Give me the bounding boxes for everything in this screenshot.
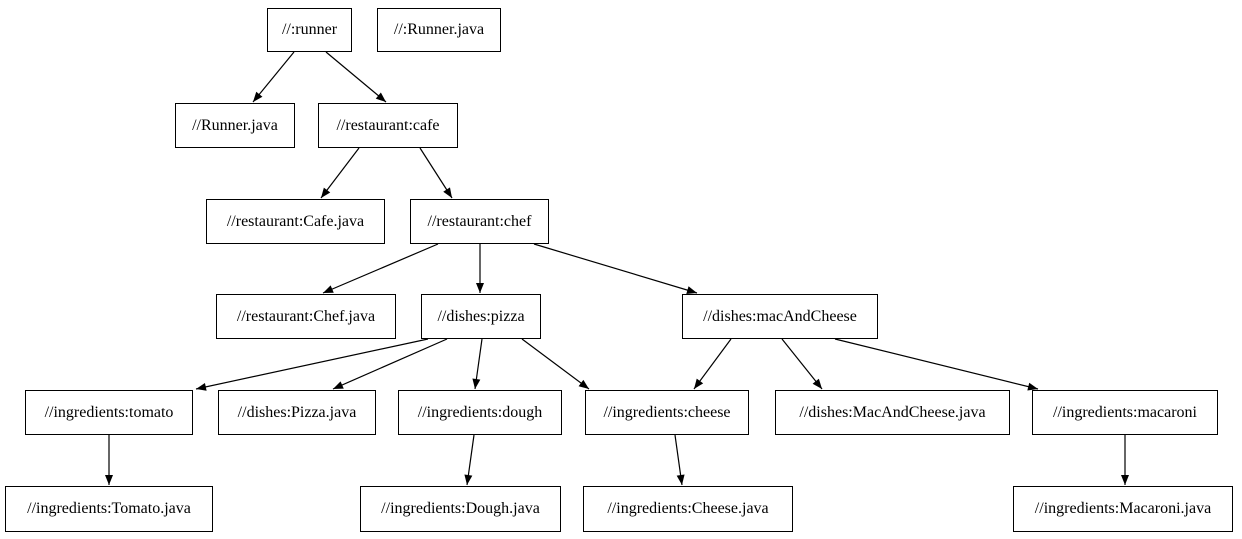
edge-chef-to-chef-java: [322, 243, 439, 294]
edge-runner-to-cafe: [325, 51, 387, 103]
node-macaroni: //ingredients:macaroni: [1032, 390, 1218, 435]
node-mac-and-cheese-java: //dishes:MacAndCheese.java: [775, 390, 1010, 435]
node-chef-java: //restaurant:Chef.java: [216, 294, 396, 339]
node-tomato: //ingredients:tomato: [25, 390, 193, 435]
edge-pizza-to-tomato: [195, 338, 429, 391]
node-dough-java: //ingredients:Dough.java: [360, 486, 561, 532]
node-cheese: //ingredients:cheese: [585, 390, 749, 435]
edge-mac-and-cheese-to-mac-and-cheese-java: [781, 338, 823, 390]
node-pizza: //dishes:pizza: [421, 294, 541, 339]
edge-chef-to-mac-and-cheese: [533, 243, 698, 294]
node-chef: //restaurant:chef: [410, 199, 549, 244]
edge-dough-to-dough-java: [464, 434, 475, 486]
node-runner-java-file: //:Runner.java: [377, 8, 501, 52]
node-tomato-java: //ingredients:Tomato.java: [5, 486, 213, 532]
edge-mac-and-cheese-to-macaroni: [834, 338, 1039, 391]
node-cafe-java: //restaurant:Cafe.java: [206, 199, 385, 244]
edge-cafe-to-cafe-java: [320, 147, 360, 199]
node-cheese-java: //ingredients:Cheese.java: [583, 486, 793, 532]
node-runner: //:runner: [267, 8, 352, 52]
edge-cheese-to-cheese-java: [674, 434, 685, 486]
node-dough: //ingredients:dough: [398, 390, 562, 435]
edge-mac-and-cheese-to-cheese: [693, 338, 732, 390]
edge-cafe-to-chef: [419, 147, 453, 199]
node-runner-java: //Runner.java: [175, 103, 295, 148]
edge-pizza-to-dough: [472, 338, 483, 390]
node-macaroni-java: //ingredients:Macaroni.java: [1013, 486, 1233, 532]
node-cafe: //restaurant:cafe: [318, 103, 458, 148]
node-mac-and-cheese: //dishes:macAndCheese: [682, 294, 878, 339]
node-pizza-java: //dishes:Pizza.java: [218, 390, 376, 435]
edge-runner-to-runner-java: [252, 51, 295, 103]
edge-pizza-to-pizza-java: [332, 338, 448, 390]
edge-pizza-to-cheese: [521, 338, 590, 390]
